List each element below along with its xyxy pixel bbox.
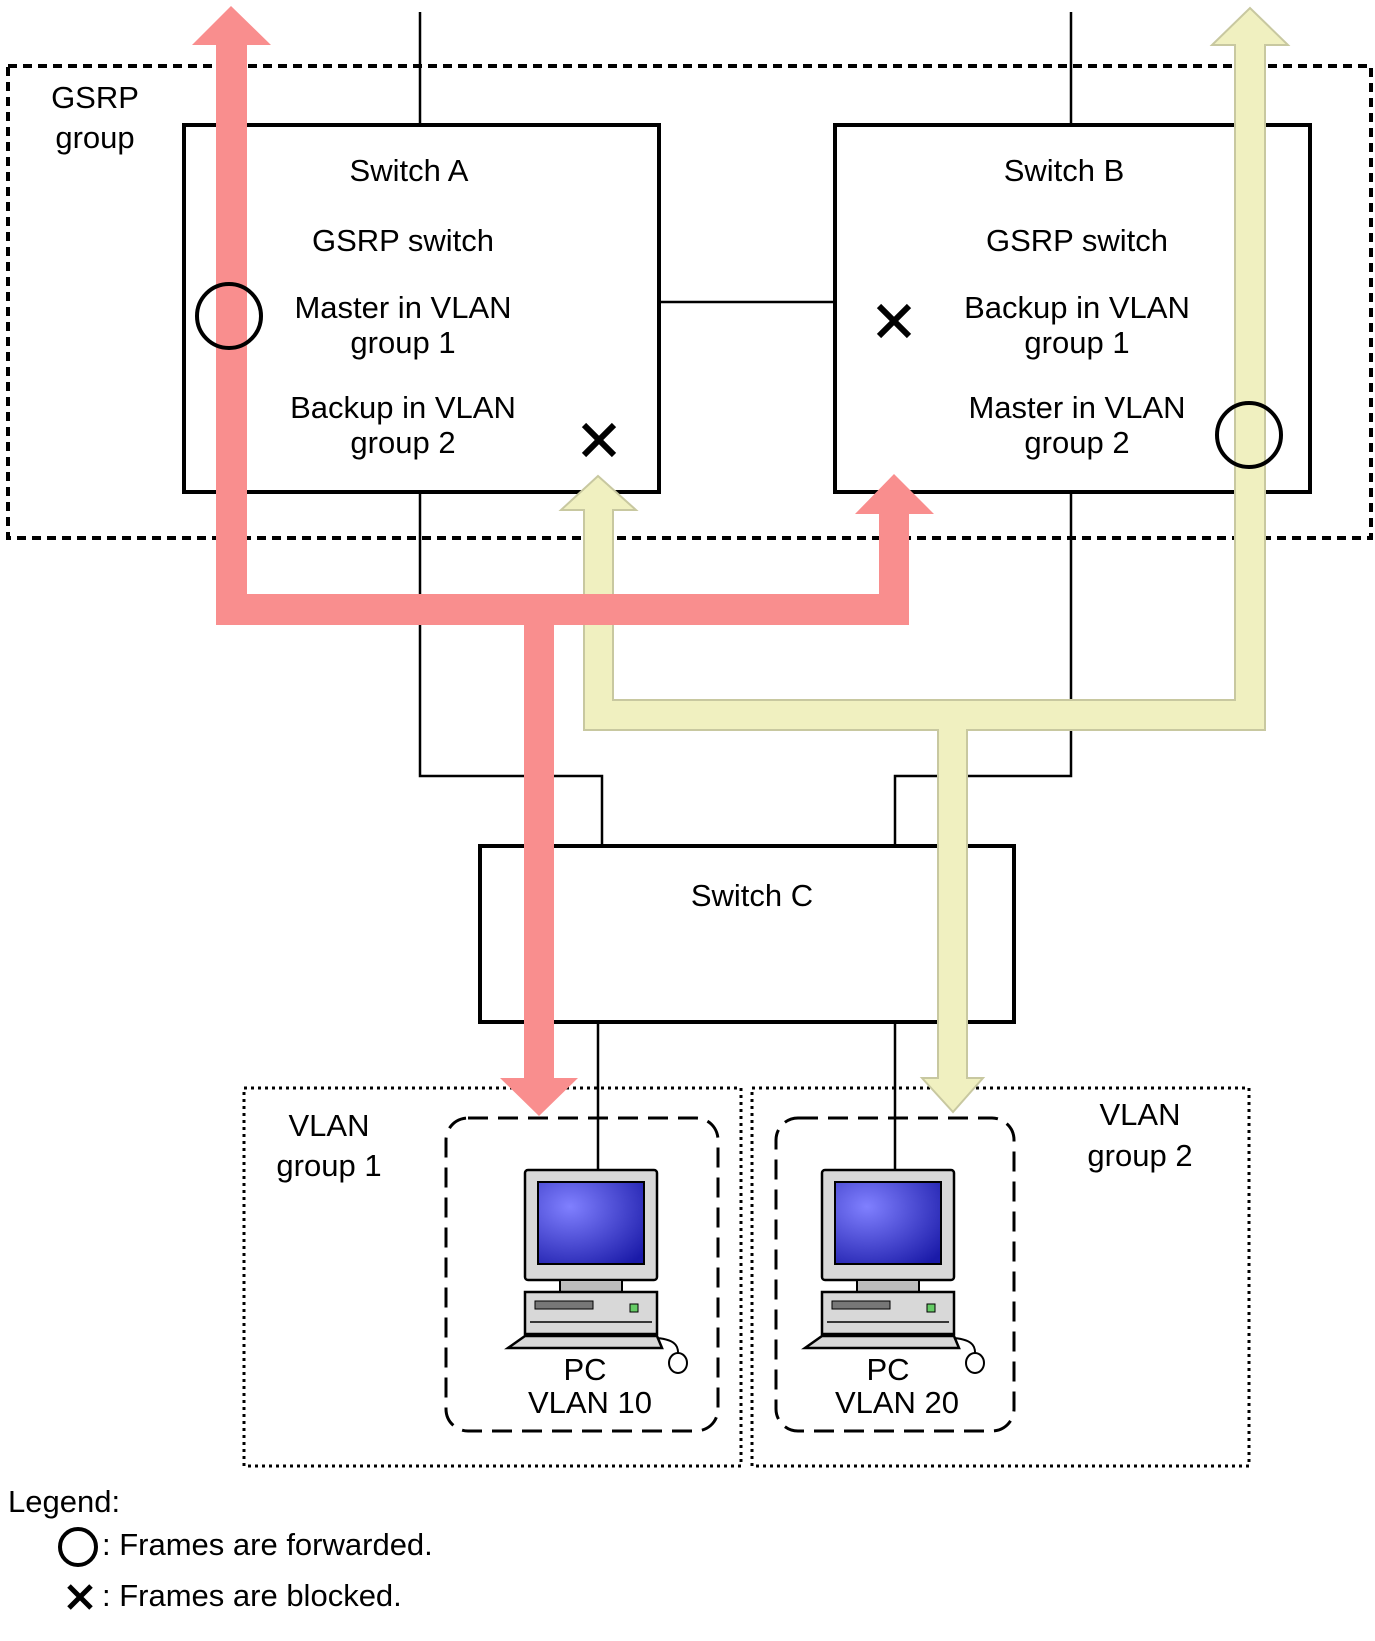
switch-a-vlan-group-1-status: group 1 xyxy=(350,325,455,360)
gsrp-group-label: group xyxy=(55,120,134,155)
legend: Legend: : Frames are forwarded. : Frames… xyxy=(8,1484,433,1613)
switch-a-box xyxy=(182,123,661,494)
switch-b-vlan-group-2-forwarding-marker xyxy=(1215,401,1283,469)
legend-title: Legend: xyxy=(8,1484,120,1519)
vlan-group-1-label: group 1 xyxy=(276,1148,381,1183)
switch-a-vlan-group-1-status: Master in VLAN xyxy=(294,290,511,325)
switch-b-vlan-group-2-status: Master in VLAN xyxy=(968,390,1185,425)
switch-b-vlan-group-1-blocked-marker xyxy=(876,303,912,339)
network-cables xyxy=(418,12,1073,1176)
gsrp-group-label: GSRP xyxy=(51,80,139,115)
switch-c-title: Switch C xyxy=(691,878,813,913)
switch-a-vlan-group-2-status: Backup in VLAN xyxy=(290,390,516,425)
legend-forwarded-marker xyxy=(58,1527,98,1567)
switch-a-vlan-group-1-forwarding-marker xyxy=(195,282,263,350)
switch-a-title: Switch A xyxy=(350,153,469,188)
switch-b-vlan-group-2-status: group 2 xyxy=(1024,425,1129,460)
vlan-group-2-label: VLAN xyxy=(1100,1097,1181,1132)
vlan-group-1-boundary xyxy=(242,1086,743,1468)
pc-vlan20-label: VLAN 20 xyxy=(835,1385,959,1420)
switch-a-vlan-group-2-blocked-marker xyxy=(581,422,617,458)
pc-vlan20-boundary xyxy=(774,1116,1016,1433)
switch-a-role: GSRP switch xyxy=(312,223,494,258)
pc-vlan10-boundary xyxy=(444,1116,720,1433)
switch-c-box xyxy=(478,844,1016,1024)
switch-b-vlan-group-1-status: group 1 xyxy=(1024,325,1129,360)
vlan-group-2-label: group 2 xyxy=(1087,1138,1192,1173)
switch-a-vlan-group-2-status: group 2 xyxy=(350,425,455,460)
vlan-group-1-label: VLAN xyxy=(289,1108,370,1143)
gsrp-group-boundary xyxy=(6,64,1373,540)
switch-b-role: GSRP switch xyxy=(986,223,1168,258)
switch-b-box xyxy=(833,123,1312,494)
switch-b-title: Switch B xyxy=(1004,153,1125,188)
legend-blocked-text: : Frames are blocked. xyxy=(102,1578,402,1613)
switch-b-vlan-group-1-status: Backup in VLAN xyxy=(964,290,1190,325)
pc-vlan20-label: PC xyxy=(866,1352,909,1387)
legend-forwarded-text: : Frames are forwarded. xyxy=(102,1527,433,1562)
pc-vlan20-computer-icon xyxy=(801,1168,985,1374)
vlan-group-2-boundary xyxy=(750,1086,1251,1468)
pc-vlan10-label: PC xyxy=(563,1352,606,1387)
vlan-group-2-frame-flow xyxy=(558,6,1291,1114)
pc-vlan10-label: VLAN 10 xyxy=(528,1385,652,1420)
legend-blocked-marker xyxy=(67,1584,93,1610)
pc-vlan10-computer-icon xyxy=(504,1168,688,1374)
